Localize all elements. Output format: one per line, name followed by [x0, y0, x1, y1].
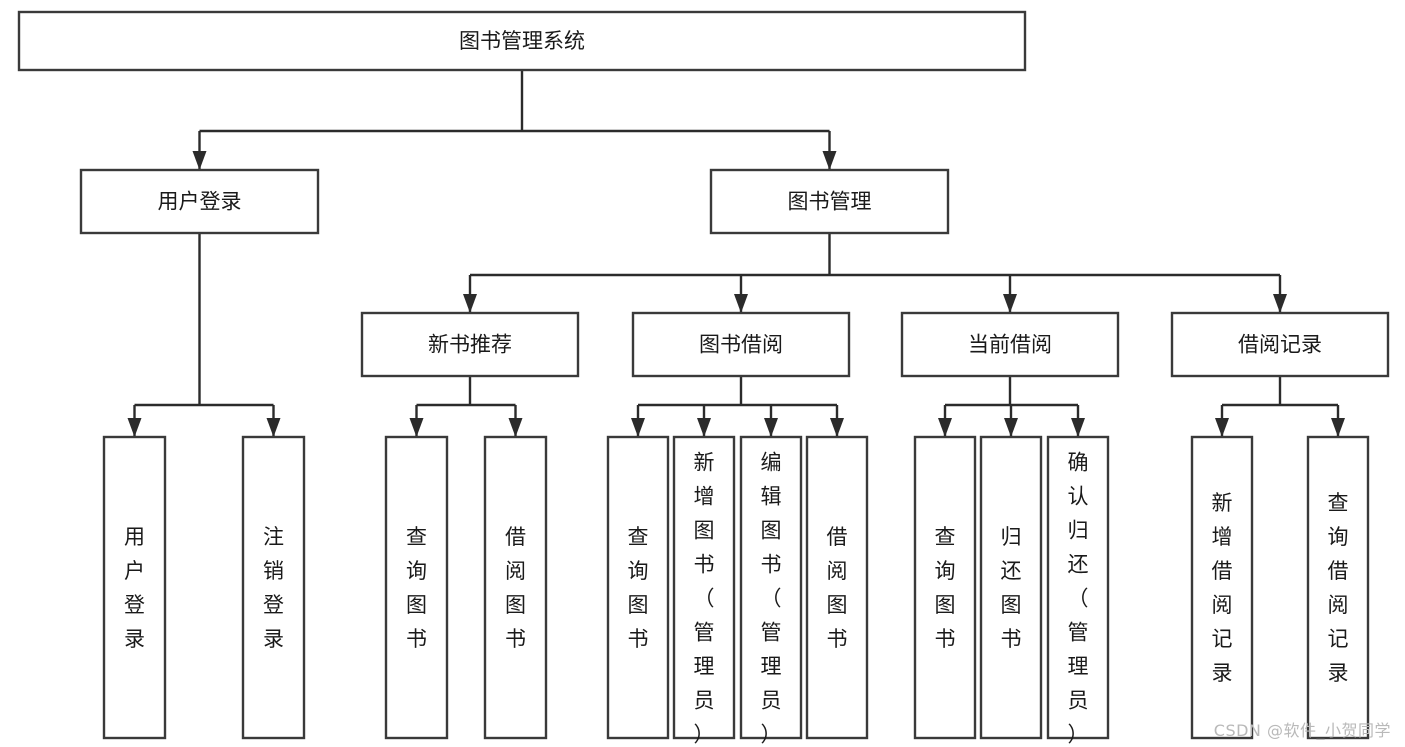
level3-node-rect	[631, 311, 851, 378]
level2-node-rect	[79, 168, 320, 235]
level2-node-0[interactable]: 用户登录	[79, 168, 320, 235]
books-fork-arrow-1	[734, 294, 748, 313]
leaf-node-rect-8	[913, 435, 977, 740]
root-fork-arrow-1	[822, 151, 837, 170]
leaf-node-0[interactable]: 用户登录	[102, 435, 167, 740]
level3-node-label: 新书推荐	[428, 333, 512, 357]
leaf-node-rect-7	[805, 435, 869, 740]
leaf-node-label-7: 借阅图书	[827, 525, 848, 651]
borrow-fork-arrow-2	[764, 418, 778, 437]
leaf-node-9[interactable]: 归还图书	[979, 435, 1043, 740]
leaf-node-rect-1	[241, 435, 306, 740]
level3-node-rect	[900, 311, 1120, 378]
leaf-node-label-3: 借阅图书	[505, 525, 526, 651]
leaf-node-label-10: 确认归还（管理员）	[1068, 450, 1089, 746]
leaf-node-label-6: 编辑图书（管理员）	[761, 450, 782, 746]
leaf-node-label-9: 归还图书	[1001, 525, 1022, 651]
level3-node-rect	[1170, 311, 1390, 378]
leaf-node-10[interactable]: 确认归还（管理员）	[1046, 435, 1110, 746]
root-node-rect	[17, 10, 1027, 72]
level2-node-1[interactable]: 图书管理	[709, 168, 950, 235]
level3-node-3[interactable]: 借阅记录	[1170, 311, 1390, 378]
leaf-node-label-2: 查询图书	[406, 525, 427, 651]
leaf-node-label-11: 新增借阅记录	[1212, 491, 1233, 685]
level3-node-2[interactable]: 当前借阅	[900, 311, 1120, 378]
login-fork-arrow-0	[127, 418, 142, 437]
root-fork-arrow-0	[192, 151, 207, 170]
borrow-fork-arrow-3	[830, 418, 844, 437]
borrow-fork-arrow-0	[631, 418, 645, 437]
leaf-node-8[interactable]: 查询图书	[913, 435, 977, 740]
level3-node-0[interactable]: 新书推荐	[360, 311, 580, 378]
level3-node-label: 借阅记录	[1238, 333, 1322, 357]
leaf-node-label-0: 用户登录	[124, 525, 145, 651]
books-fork-arrow-3	[1273, 294, 1287, 313]
leaf-node-rect-11	[1190, 435, 1254, 740]
books-fork-arrow-2	[1003, 294, 1017, 313]
leaf-node-5[interactable]: 新增图书（管理员）	[672, 435, 736, 746]
leaf-node-label-12: 查询借阅记录	[1328, 491, 1349, 685]
recommend-fork-arrow-1	[508, 418, 523, 437]
leaf-node-label-8: 查询图书	[935, 525, 956, 651]
level3-node-label: 图书借阅	[699, 333, 783, 357]
node-layer: 图书管理系统用户登录图书管理新书推荐图书借阅当前借阅借阅记录用户登录注销登录查询…	[17, 10, 1390, 746]
level2-node-rect	[709, 168, 950, 235]
leaf-node-label-5: 新增图书（管理员）	[694, 450, 715, 746]
record-fork-arrow-0	[1215, 418, 1229, 437]
leaf-node-rect-4	[606, 435, 670, 740]
leaf-node-rect-5	[672, 435, 736, 740]
level3-node-rect	[360, 311, 580, 378]
leaf-node-rect-9	[979, 435, 1043, 740]
current-fork-arrow-1	[1004, 418, 1018, 437]
leaf-node-1[interactable]: 注销登录	[241, 435, 306, 740]
level3-node-1[interactable]: 图书借阅	[631, 311, 851, 378]
leaf-node-12[interactable]: 查询借阅记录	[1306, 435, 1370, 740]
recommend-fork-arrow-0	[409, 418, 424, 437]
record-fork-arrow-1	[1331, 418, 1345, 437]
leaf-node-rect-10	[1046, 435, 1110, 740]
root-node[interactable]: 图书管理系统	[17, 10, 1027, 72]
leaf-node-rect-12	[1306, 435, 1370, 740]
books-fork-arrow-0	[463, 294, 477, 313]
leaf-node-rect-0	[102, 435, 167, 740]
level2-node-label: 图书管理	[788, 190, 872, 214]
leaf-node-label-4: 查询图书	[628, 525, 649, 651]
leaf-node-4[interactable]: 查询图书	[606, 435, 670, 740]
login-fork-arrow-1	[266, 418, 281, 437]
leaf-node-rect-6	[739, 435, 803, 740]
leaf-node-3[interactable]: 借阅图书	[483, 435, 548, 740]
leaf-node-7[interactable]: 借阅图书	[805, 435, 869, 740]
leaf-node-2[interactable]: 查询图书	[384, 435, 449, 740]
csdn-watermark: CSDN @软件_小贺同学	[1213, 721, 1391, 740]
leaf-node-rect-3	[483, 435, 548, 740]
connector-layer	[127, 70, 1345, 437]
current-fork-arrow-0	[938, 418, 952, 437]
leaf-node-6[interactable]: 编辑图书（管理员）	[739, 435, 803, 746]
leaf-node-label-1: 注销登录	[263, 525, 284, 651]
level2-node-label: 用户登录	[158, 190, 242, 214]
borrow-fork-arrow-1	[697, 418, 711, 437]
leaf-node-11[interactable]: 新增借阅记录	[1190, 435, 1254, 740]
level3-node-label: 当前借阅	[968, 333, 1052, 357]
leaf-node-rect-2	[384, 435, 449, 740]
current-fork-arrow-2	[1071, 418, 1085, 437]
root-node-label: 图书管理系统	[459, 29, 585, 53]
